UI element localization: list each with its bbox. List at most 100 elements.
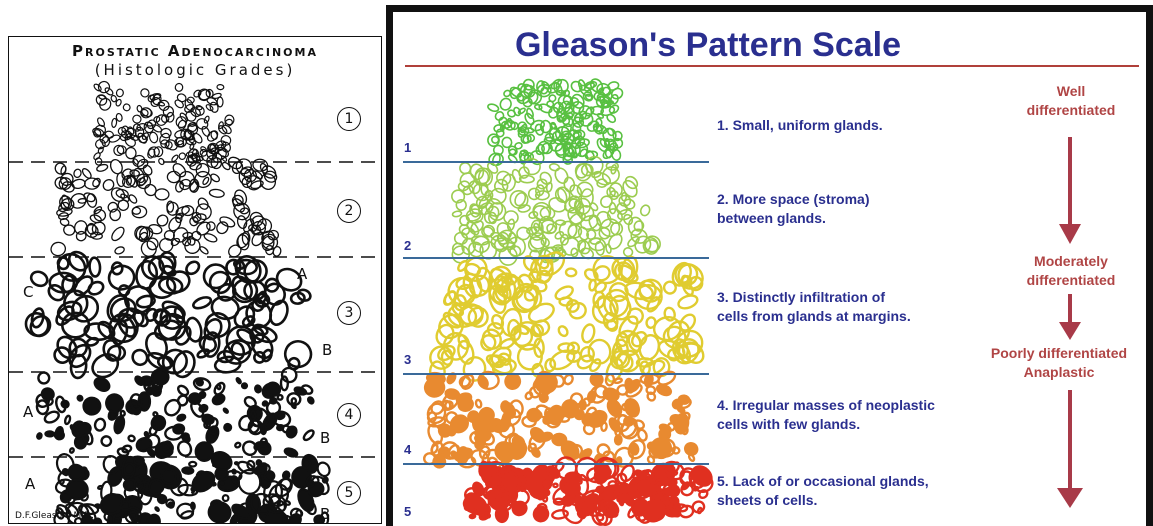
right-gland-pattern bbox=[424, 77, 716, 526]
gland-shape bbox=[92, 375, 111, 393]
gland-shape bbox=[132, 206, 147, 219]
gland-shape bbox=[475, 399, 482, 408]
left-grade5-pattern-b: B bbox=[320, 505, 330, 523]
gland-shape bbox=[485, 353, 505, 369]
gland-shape bbox=[211, 157, 222, 168]
gland-shape bbox=[189, 462, 196, 467]
gland-shape bbox=[459, 373, 475, 391]
gland-shape bbox=[291, 292, 306, 304]
gland-shape bbox=[171, 154, 179, 162]
gland-shape bbox=[77, 395, 83, 402]
gland-shape bbox=[531, 504, 550, 524]
poorly-differentiated-label: Poorly differentiated Anaplastic bbox=[971, 344, 1146, 382]
gland-shape bbox=[94, 418, 106, 432]
gland-shape bbox=[562, 496, 572, 506]
gland-shape bbox=[217, 84, 224, 89]
well-differentiated-label: Well differentiated bbox=[1001, 82, 1141, 120]
gland-shape bbox=[235, 442, 242, 448]
gland-shape bbox=[143, 182, 159, 198]
gland-shape bbox=[189, 393, 201, 404]
gland-shape bbox=[176, 439, 193, 457]
gland-shape bbox=[220, 482, 223, 485]
gland-shape bbox=[110, 95, 117, 103]
gland-shape bbox=[277, 425, 284, 431]
gland-shape bbox=[697, 507, 702, 513]
gland-shape bbox=[307, 396, 314, 404]
gland-shape bbox=[223, 408, 228, 413]
gland-shape bbox=[470, 514, 476, 518]
arrow-moderate-to-poor-head bbox=[1059, 322, 1081, 340]
gland-shape bbox=[98, 485, 103, 489]
gland-shape bbox=[549, 163, 560, 171]
gland-shape bbox=[37, 433, 43, 439]
gland-shape bbox=[137, 105, 143, 112]
gland-shape bbox=[566, 268, 577, 276]
left-grade-5-marker: 5 bbox=[337, 481, 361, 505]
gland-shape bbox=[261, 349, 273, 363]
gland-shape bbox=[270, 398, 277, 404]
gland-shape bbox=[499, 97, 513, 112]
gland-shape bbox=[182, 467, 193, 474]
left-gleason-diagram: Prostatic Adenocarcinoma (Histologic Gra… bbox=[8, 36, 382, 524]
gland-shape bbox=[514, 142, 522, 149]
gland-shape bbox=[149, 425, 158, 436]
left-grade3-pattern-a: A bbox=[297, 265, 307, 283]
scale-grade-1-label: 1 bbox=[404, 140, 411, 155]
gland-shape bbox=[148, 131, 158, 143]
right-gleason-scale-frame: Gleason's Pattern Scale 1 2 3 4 5 1. Sma… bbox=[386, 5, 1153, 526]
gland-shape bbox=[178, 152, 187, 161]
gland-shape bbox=[452, 210, 462, 217]
gland-shape bbox=[594, 385, 608, 399]
grade-1-description: 1. Small, uniform glands. bbox=[717, 116, 1017, 135]
gland-shape bbox=[601, 422, 607, 431]
left-grade5-pattern-a: A bbox=[25, 475, 35, 493]
gland-shape bbox=[596, 487, 602, 493]
gland-shape bbox=[639, 204, 651, 217]
gland-shape bbox=[126, 148, 136, 159]
gland-shape bbox=[455, 198, 468, 211]
gland-shape bbox=[236, 378, 241, 384]
title-underline bbox=[405, 65, 1139, 67]
gland-shape bbox=[134, 457, 143, 465]
gland-shape bbox=[174, 99, 185, 110]
gland-shape bbox=[116, 89, 124, 98]
gland-shape bbox=[167, 171, 180, 183]
gland-shape bbox=[629, 217, 643, 235]
gland-shape bbox=[626, 235, 640, 248]
gland-shape bbox=[526, 408, 541, 423]
gland-shape bbox=[492, 177, 509, 194]
gland-shape bbox=[233, 188, 249, 206]
gland-shape bbox=[302, 429, 315, 442]
gland-shape bbox=[515, 476, 525, 485]
gland-shape bbox=[552, 433, 566, 445]
gland-shape bbox=[97, 146, 104, 154]
gland-shape bbox=[100, 435, 113, 448]
gland-shape bbox=[176, 394, 189, 407]
gland-shape bbox=[180, 510, 194, 520]
gland-shape bbox=[241, 439, 259, 457]
gland-shape bbox=[264, 470, 276, 481]
left-title-line1: Prostatic Adenocarcinoma bbox=[9, 42, 381, 60]
gland-shape bbox=[173, 424, 185, 435]
gland-shape bbox=[144, 432, 149, 437]
gland-shape bbox=[511, 169, 522, 184]
grade-3-description: 3. Distinctly infiltration of cells from… bbox=[717, 288, 1017, 326]
gland-shape bbox=[201, 125, 211, 137]
gland-shape bbox=[236, 215, 248, 230]
gland-shape bbox=[232, 469, 236, 474]
gland-shape bbox=[657, 474, 663, 480]
gland-shape bbox=[203, 115, 210, 123]
gland-shape bbox=[66, 248, 92, 274]
gland-shape bbox=[155, 507, 160, 512]
gland-shape bbox=[111, 118, 117, 128]
gland-shape bbox=[255, 385, 262, 393]
gland-shape bbox=[487, 103, 499, 113]
gland-shape bbox=[616, 202, 627, 214]
gland-shape bbox=[88, 350, 122, 382]
gland-shape bbox=[496, 129, 504, 138]
left-grade3-pattern-c: C bbox=[23, 283, 33, 301]
gland-shape bbox=[206, 129, 220, 143]
gland-shape bbox=[122, 103, 131, 112]
gland-shape bbox=[110, 225, 127, 243]
gland-shape bbox=[114, 246, 125, 255]
